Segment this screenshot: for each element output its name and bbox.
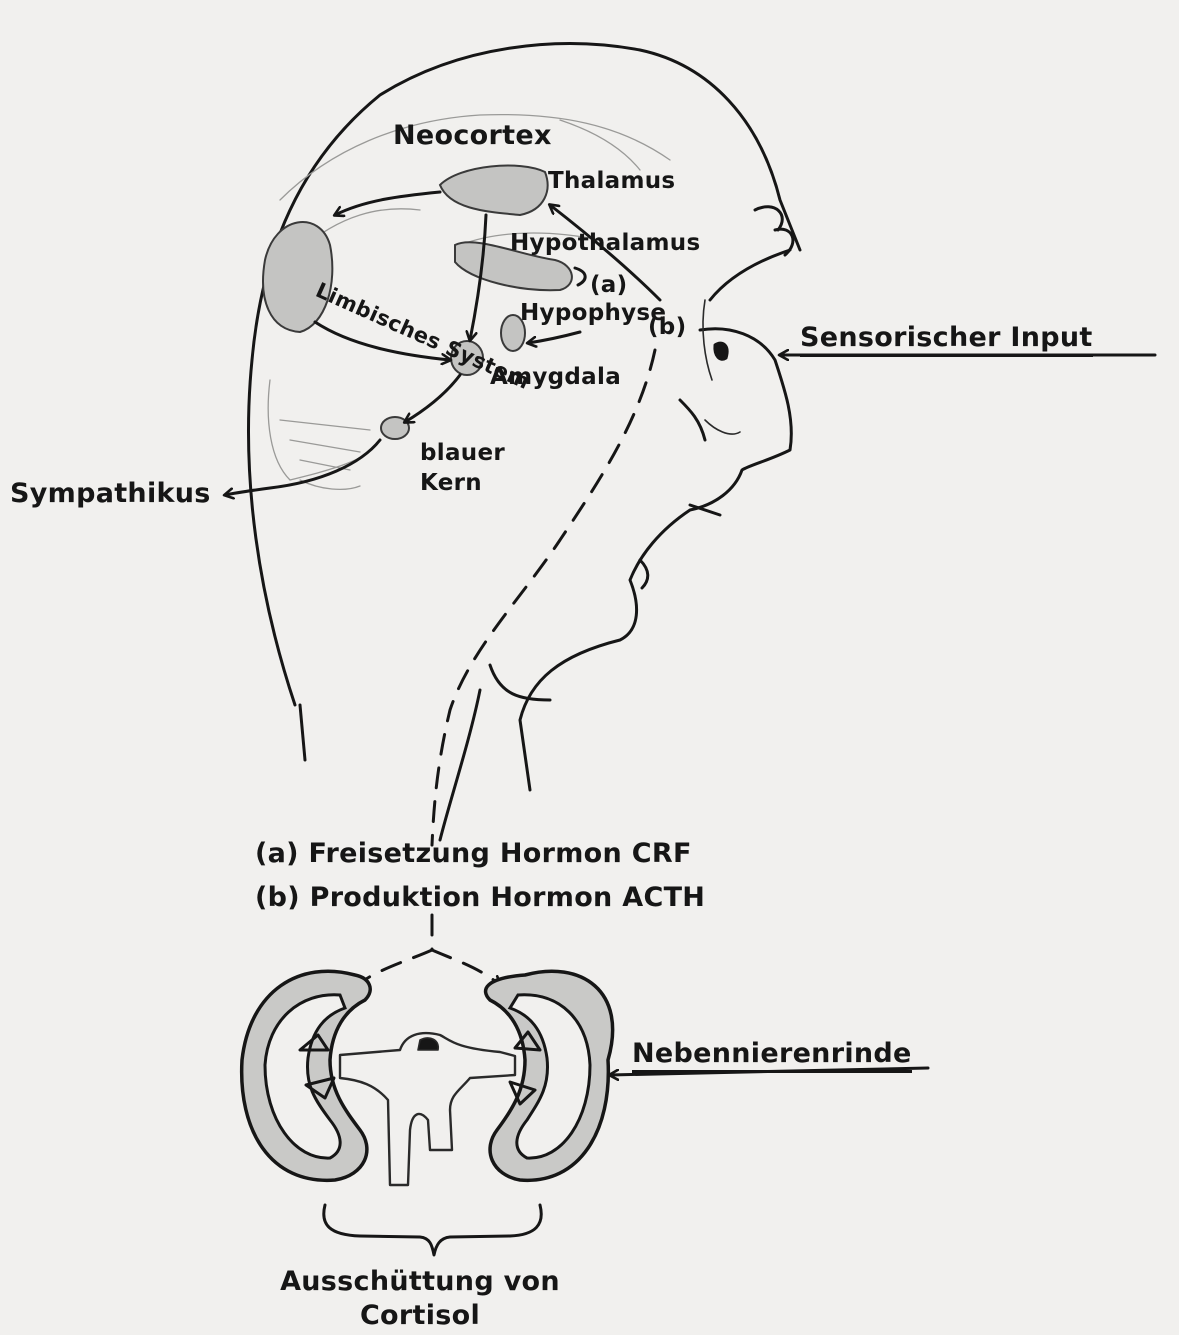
label-step-a: (a) Freisetzung Hormon CRF — [255, 838, 692, 869]
label-blue-nucleus: blauer Kern — [420, 438, 540, 498]
label-marker-a: (a) — [590, 272, 627, 298]
label-sympathikus: Sympathikus — [10, 478, 211, 509]
label-amygdala: Amygdala — [490, 364, 621, 390]
label-hypophyse: Hypophyse — [520, 300, 666, 326]
label-step-b: (b) Produktion Hormon ACTH — [255, 882, 705, 913]
label-sensory-input: Sensorischer Input — [800, 322, 1093, 357]
label-neocortex: Neocortex — [393, 120, 552, 151]
thalamus-region — [440, 166, 548, 215]
arrow-amygdala-to-blue-nucleus — [405, 375, 460, 422]
label-adrenal-cortex: Nebennierenrinde — [632, 1038, 912, 1073]
adrenal-body — [340, 1033, 515, 1185]
kidney-system — [242, 971, 613, 1255]
cortisol-brace — [324, 1205, 541, 1255]
label-marker-b: (b) — [648, 314, 686, 340]
blue-nucleus-region — [381, 417, 409, 439]
label-cortisol: Ausschüttung von Cortisol — [260, 1265, 580, 1333]
arrow-thalamus-to-cortex — [335, 192, 440, 215]
arrow-hypothalamus-to-hypophyse — [528, 332, 580, 343]
label-thalamus: Thalamus — [548, 168, 675, 194]
label-hypothalamus: Hypothalamus — [510, 230, 700, 256]
